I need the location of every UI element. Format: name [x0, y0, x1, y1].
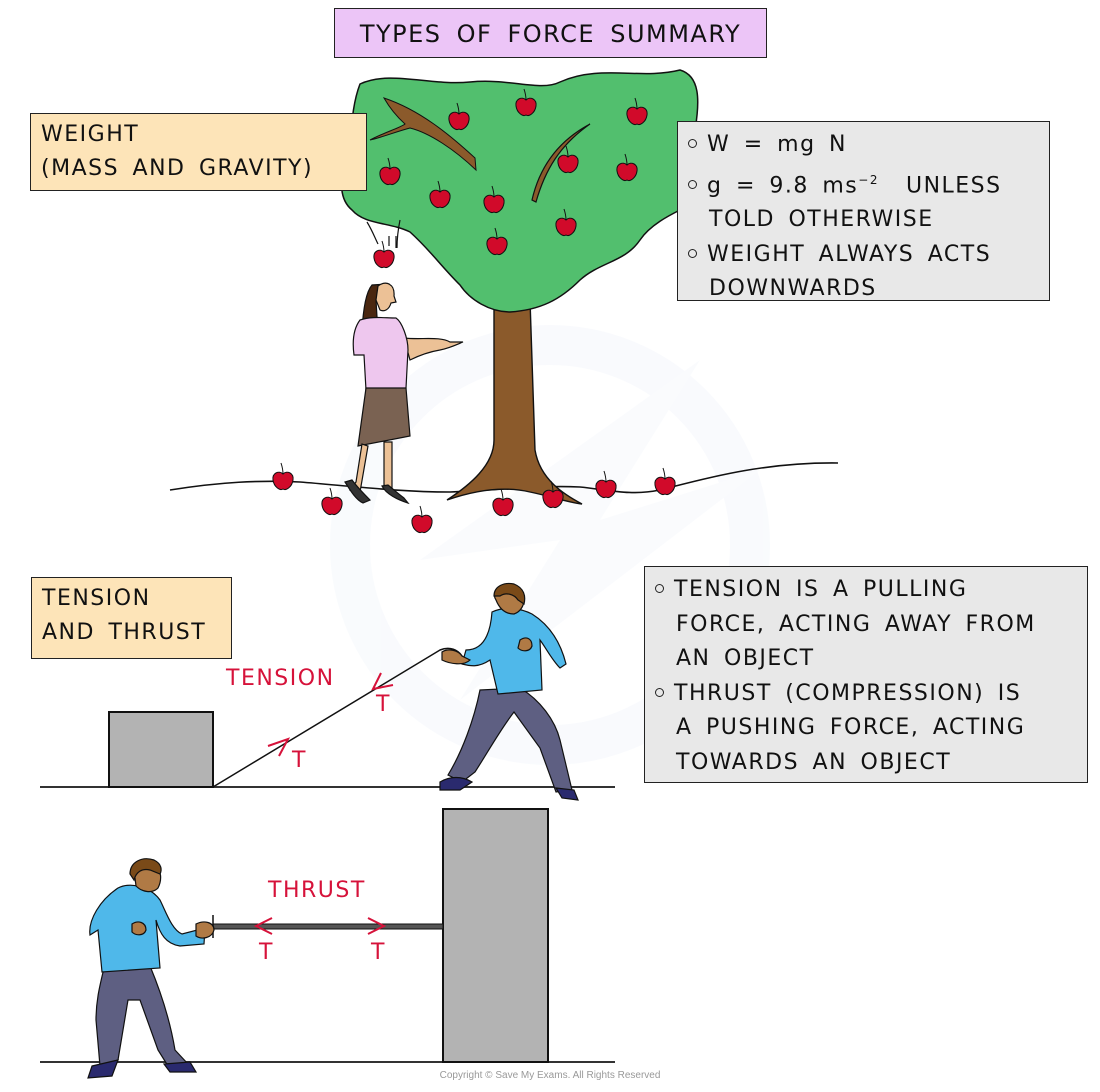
- falling-motion-lines: [366, 219, 401, 249]
- tension-label-line: TENSION: [42, 586, 151, 611]
- woman-arm: [403, 337, 464, 361]
- apple-icon: [492, 488, 514, 516]
- man-pulling-figure: [439, 582, 579, 801]
- woman-shoes: [344, 479, 410, 505]
- arrow-toward-man-icon: [267, 737, 291, 757]
- tall-block: [442, 808, 549, 1063]
- info-text: FORCE, ACTING AWAY FROM: [676, 611, 1036, 637]
- bullet-icon: [655, 687, 664, 697]
- man-hands: [441, 637, 533, 665]
- apple-icon: [379, 157, 401, 185]
- info-bullet: WEIGHT ALWAYS ACTS: [686, 238, 1041, 273]
- info-text: g = 9.8 ms: [707, 172, 859, 198]
- thrust-arrows: [253, 917, 387, 935]
- man-hair: [129, 858, 162, 882]
- apple-icon: [321, 487, 343, 515]
- apples: [272, 88, 676, 533]
- info-text: TOWARDS AN OBJECT: [676, 749, 952, 775]
- copyright-notice: Copyright © Save My Exams. All Rights Re…: [439, 1070, 661, 1081]
- woman-blouse: [352, 316, 409, 391]
- tree-branch: [369, 97, 477, 172]
- apple-icon: [448, 102, 470, 130]
- tension-label-box: TENSION AND THRUST: [31, 577, 232, 659]
- man-trousers: [95, 965, 190, 1067]
- info-text: DOWNWARDS: [709, 276, 877, 302]
- apple-icon: [555, 208, 577, 236]
- tree-branch: [531, 123, 591, 203]
- man-pushing-figure: [87, 858, 215, 1079]
- man-shoes: [439, 776, 579, 801]
- man-shirt: [461, 607, 567, 695]
- tension-label-line: AND THRUST: [42, 620, 207, 645]
- woman-figure: [344, 282, 464, 505]
- tension-arrows: [267, 672, 394, 757]
- thrust-force-label: THRUST: [268, 878, 366, 903]
- man-shirt: [89, 884, 206, 973]
- apple-icon: [626, 97, 648, 125]
- apple-icon: [515, 88, 537, 116]
- info-text: W = mg N: [707, 132, 848, 157]
- arrow-toward-block-icon: [371, 672, 394, 691]
- bullet-icon: [688, 248, 697, 258]
- info-text: UNLESS: [905, 172, 1002, 198]
- info-bullet: THRUST (COMPRESSION) IS: [653, 677, 1079, 712]
- apple-icon: [429, 180, 451, 208]
- apple-icon: [595, 470, 617, 498]
- force-symbol-t: T: [292, 748, 307, 773]
- woman-skirt: [357, 387, 411, 447]
- info-bullet: W = mg N: [686, 128, 1041, 163]
- bullet-icon: [688, 179, 697, 189]
- exponent: −2: [858, 172, 879, 187]
- man-shoes: [87, 1059, 198, 1079]
- man-hair: [493, 582, 526, 605]
- apple-icon: [557, 145, 579, 173]
- info-text: WEIGHT ALWAYS ACTS: [707, 241, 992, 267]
- apple-icon: [616, 153, 638, 181]
- info-text: TENSION IS A PULLING: [674, 577, 968, 602]
- force-symbol-t: T: [376, 692, 391, 717]
- info-bullet: g = 9.8 ms−2 UNLESS: [686, 163, 1041, 204]
- apple-icon: [373, 240, 395, 268]
- force-symbol-t: T: [371, 940, 386, 965]
- weight-info-box: W = mg N g = 9.8 ms−2 UNLESS TOLD OTHERW…: [677, 121, 1050, 301]
- man-hands: [131, 921, 215, 939]
- apple-icon: [654, 467, 676, 495]
- info-text: THRUST (COMPRESSION) IS: [674, 680, 1022, 706]
- info-bullet: TENSION IS A PULLING: [653, 573, 1079, 608]
- block: [108, 711, 214, 788]
- tension-force-label: TENSION: [226, 666, 335, 691]
- info-text: A PUSHING FORCE, ACTING: [676, 715, 1026, 740]
- info-text: TOLD OTHERWISE: [709, 207, 934, 233]
- force-symbol-t: T: [259, 940, 274, 965]
- thrust-rod: [212, 923, 444, 930]
- apple-icon: [486, 227, 508, 255]
- info-text: AN OBJECT: [676, 646, 815, 671]
- man-trousers: [447, 687, 573, 793]
- weight-label-box: WEIGHT (MASS AND GRAVITY): [30, 113, 367, 191]
- tree-trunk: [446, 299, 583, 505]
- weight-label-line: (MASS AND GRAVITY): [41, 156, 314, 181]
- bullet-icon: [688, 139, 697, 148]
- woman-face: [375, 282, 397, 312]
- arrow-toward-block-icon: [367, 917, 387, 935]
- tension-info-box: TENSION IS A PULLING FORCE, ACTING AWAY …: [644, 566, 1088, 783]
- weight-label-line: WEIGHT: [41, 122, 140, 147]
- apple-icon: [272, 462, 294, 490]
- bullet-icon: [655, 584, 664, 593]
- apple-icon: [411, 505, 433, 533]
- arrow-toward-man-icon: [253, 917, 273, 935]
- apple-icon: [483, 185, 505, 213]
- apple-icon: [542, 480, 564, 508]
- page-title: TYPES OF FORCE SUMMARY: [334, 8, 767, 58]
